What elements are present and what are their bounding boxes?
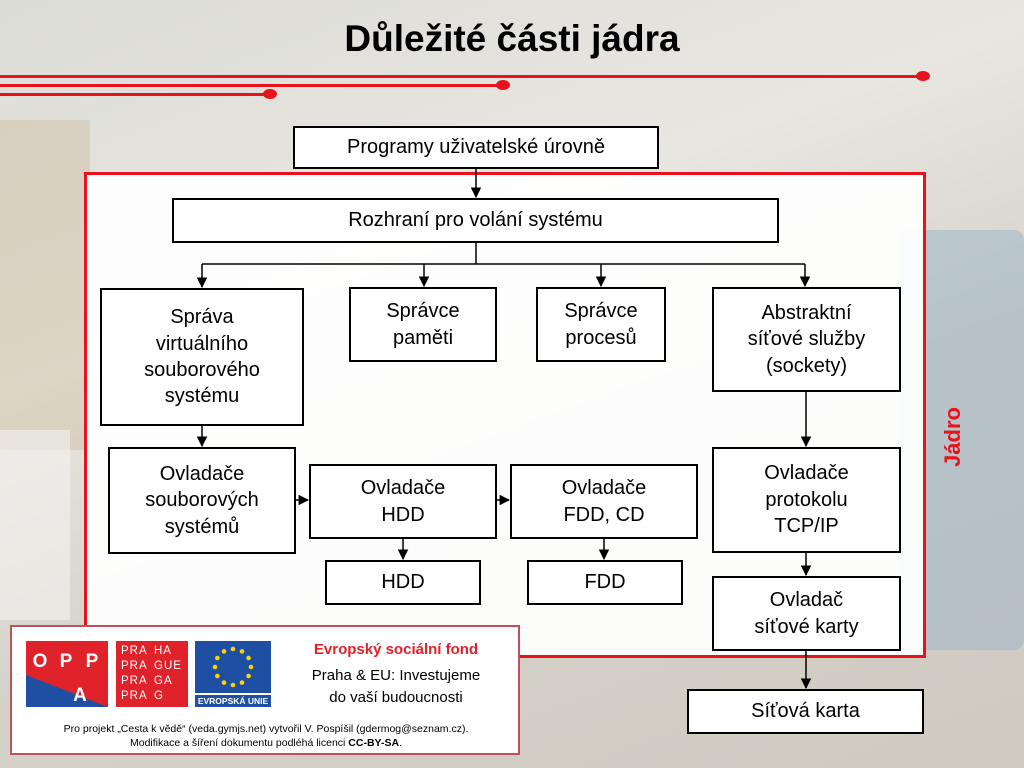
footer-panel: O P P A PRA HA PRA GUE PRA GA PRA G: [10, 625, 520, 755]
praha-word: PRA: [121, 690, 148, 702]
node-memory-manager: Správce paměti: [349, 287, 497, 362]
esf-title: Evropský sociální fond: [313, 641, 479, 658]
oppa-letter: P: [60, 651, 73, 672]
node-vfs: Správa virtuálního souborového systému: [100, 288, 304, 426]
license-text: Modifikace a šíření dokumentu podléhá li…: [130, 737, 349, 749]
praha-word: PRA: [121, 645, 148, 657]
node-sockets: Abstraktní síťové služby (sockety): [712, 287, 901, 392]
node-process-manager: Správce procesů: [536, 287, 666, 362]
eu-star-icon: [212, 646, 254, 688]
license-name: CC-BY-SA: [348, 737, 400, 749]
oppa-logo: O P P A: [26, 641, 108, 707]
node-fdd: FDD: [527, 560, 683, 605]
praha-word: PRA: [121, 660, 148, 672]
decorative-dot: [496, 80, 510, 90]
decorative-dot: [916, 71, 930, 81]
oppa-letter: P: [86, 651, 99, 672]
decorative-dot: [263, 89, 277, 99]
node-syscall-interface: Rozhraní pro volání systému: [172, 198, 779, 243]
oppa-letter: A: [73, 685, 87, 706]
praha-word: HA: [154, 645, 172, 657]
node-nic-driver: Ovladač síťové karty: [712, 576, 901, 651]
credit-line: Pro projekt „Cesta k vědě“ (veda.gymjs.n…: [63, 723, 469, 735]
eu-label: EVROPSKÁ UNIE: [195, 695, 271, 707]
praha-logo: PRA HA PRA GUE PRA GA PRA G: [116, 641, 188, 707]
praha-word: GA: [154, 675, 173, 687]
decorative-line: [0, 84, 500, 87]
node-fs-drivers: Ovladače souborových systémů: [108, 447, 296, 554]
slide-title: Důležité části jádra: [344, 18, 680, 59]
praha-word: GUE: [154, 660, 182, 672]
node-hdd-drivers: Ovladače HDD: [309, 464, 497, 539]
praha-word: PRA: [121, 675, 148, 687]
node-user-programs: Programy uživatelské úrovně: [293, 126, 659, 169]
oppa-letter: O: [33, 651, 48, 672]
node-tcpip-drivers: Ovladače protokolu TCP/IP: [712, 447, 901, 553]
decorative-line: [0, 93, 268, 96]
node-hdd: HDD: [325, 560, 481, 605]
license-line: Modifikace a šíření dokumentu podléhá li…: [16, 737, 516, 749]
eu-flag-logo: [195, 641, 271, 693]
esf-slogan-line: do vaší budoucnosti: [329, 689, 463, 706]
praha-word: G: [154, 690, 164, 702]
node-nic: Síťová karta: [687, 689, 924, 734]
decorative-line: [0, 75, 920, 78]
node-fdd-cd-drivers: Ovladače FDD, CD: [510, 464, 698, 539]
esf-slogan-line: Praha & EU: Investujeme: [311, 667, 481, 684]
license-suffix: .: [399, 737, 402, 749]
